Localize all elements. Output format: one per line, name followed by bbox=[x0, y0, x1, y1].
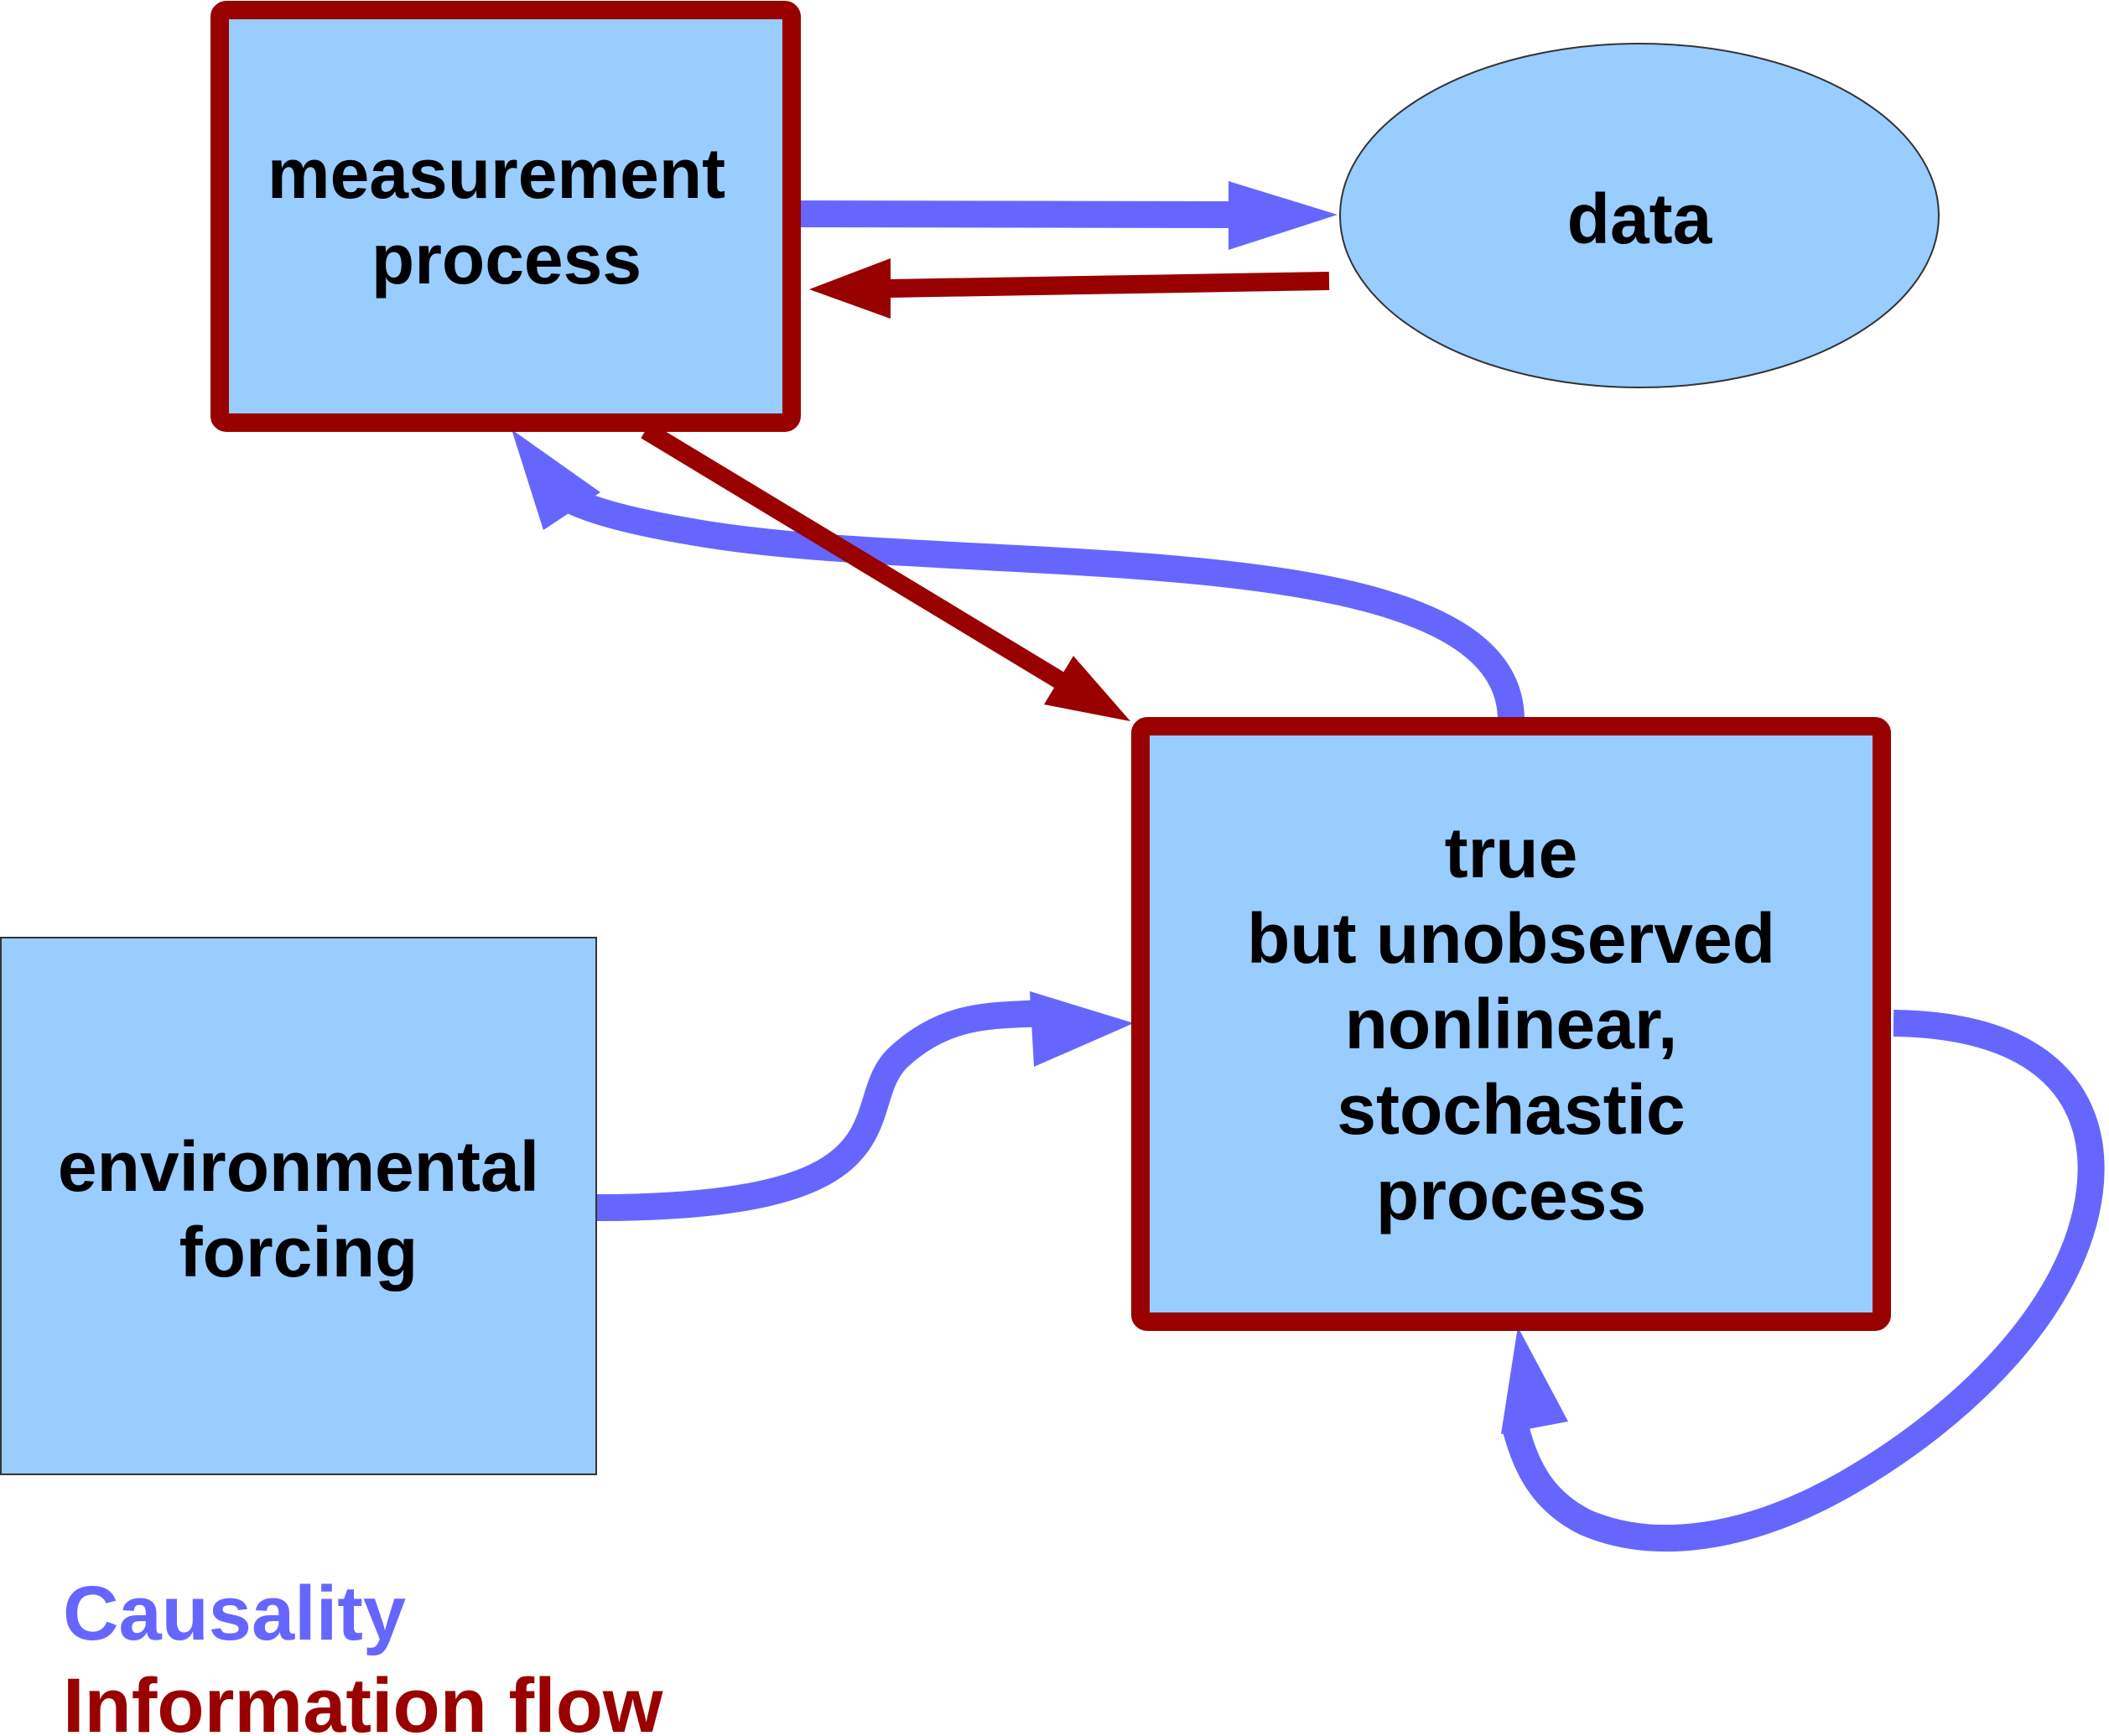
node-environmental-forcing: environmental forcing bbox=[0, 937, 597, 1475]
environmental-forcing-label-line1: environmental bbox=[58, 1127, 539, 1206]
true-process-box bbox=[1131, 717, 1891, 1331]
measurement-process-label-line2: process bbox=[371, 220, 642, 299]
causality-arrows bbox=[512, 181, 2105, 1552]
true-process-label-line3: nonlinear, bbox=[1345, 985, 1678, 1063]
arrowhead-measurement-to-data bbox=[1229, 181, 1338, 250]
arrowhead-true-to-measurement bbox=[512, 429, 600, 530]
arrow-true-to-measurement bbox=[546, 479, 1525, 720]
arrowhead-forcing-to-true bbox=[1030, 991, 1134, 1067]
node-true-process: true but unobserved nonlinear, stochasti… bbox=[1131, 717, 1891, 1331]
legend: Causality Information flow bbox=[63, 1571, 663, 1736]
true-process-label-line2: but unobserved bbox=[1247, 899, 1775, 978]
legend-information-flow: Information flow bbox=[63, 1663, 663, 1736]
true-process-label-line5: process bbox=[1376, 1156, 1646, 1234]
arrow-measurement-to-true bbox=[641, 422, 1066, 689]
measurement-process-box bbox=[210, 1, 801, 432]
arrow-data-to-measurement bbox=[888, 272, 1330, 298]
data-ellipse bbox=[1339, 43, 1940, 388]
true-process-label-line1: true bbox=[1445, 813, 1578, 892]
legend-causality: Causality bbox=[63, 1571, 406, 1656]
arrow-true-self-loop bbox=[1503, 1010, 2105, 1552]
arrow-forcing-to-true bbox=[596, 1000, 1042, 1221]
arrow-measurement-to-data bbox=[792, 200, 1234, 228]
environmental-forcing-label-line2: forcing bbox=[179, 1213, 418, 1292]
information-flow-arrows bbox=[641, 258, 1330, 721]
arrowhead-measurement-to-true bbox=[1044, 656, 1130, 721]
true-process-label-line4: stochastic bbox=[1337, 1070, 1686, 1149]
arrowhead-data-to-measurement bbox=[809, 258, 891, 319]
data-label: data bbox=[1567, 179, 1713, 258]
node-measurement-process: measurement process bbox=[210, 1, 801, 432]
environmental-forcing-box bbox=[0, 937, 597, 1475]
arrowhead-true-self-loop bbox=[1501, 1327, 1568, 1434]
node-data: data bbox=[1339, 43, 1940, 388]
measurement-process-label-line1: measurement bbox=[268, 134, 725, 213]
